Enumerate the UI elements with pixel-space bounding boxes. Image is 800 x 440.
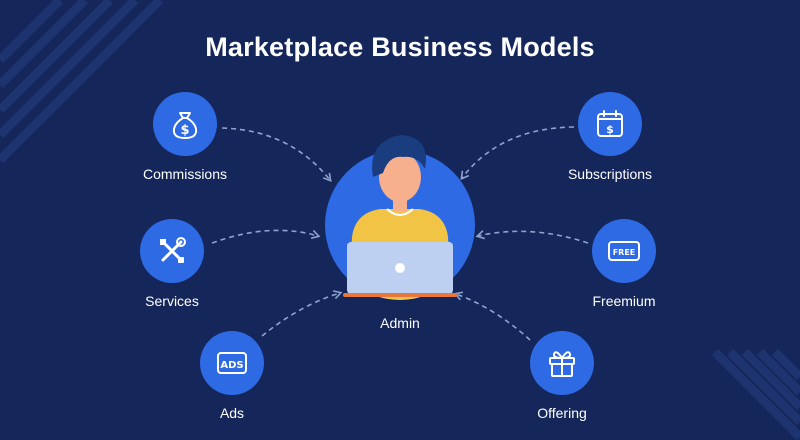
person-at-laptop-icon [325,135,475,300]
model-subscriptions: $ Subscriptions [535,92,685,182]
admin-label: Admin [380,315,420,331]
connector-services [211,229,321,244]
connector-offering [453,291,531,341]
freemium-circle: FREE [592,219,656,283]
subscriptions-label: Subscriptions [567,166,653,182]
free-icon-text: FREE [613,248,636,257]
connector-subscriptions [460,126,575,181]
ads-circle: ADS [200,331,264,395]
tools-icon [160,237,186,263]
model-commissions: $ Commissions [110,92,260,182]
commissions-label: Commissions [142,166,227,182]
freemium-label: Freemium [592,293,656,309]
svg-text:$: $ [606,123,614,136]
ads-icon-text: ADS [220,360,243,371]
model-offering: Offering [487,331,637,421]
services-circle [140,219,204,283]
model-freemium: FREE Freemium [549,219,699,309]
ads-label: Ads [219,405,245,421]
connector-commissions [221,127,332,183]
ads-icon: ADS [217,352,247,374]
offering-label: Offering [537,405,587,421]
svg-text:$: $ [180,123,189,138]
free-tag-icon: FREE [608,241,640,261]
connector-ads [261,290,343,337]
services-label: Services [145,293,199,309]
page-title: Marketplace Business Models [205,32,595,62]
model-services: Services [97,219,247,309]
subscriptions-circle: $ [578,92,642,156]
offering-circle [530,331,594,395]
money-bag-icon: $ [172,112,198,139]
commissions-circle: $ [153,92,217,156]
model-ads: ADS Ads [157,331,307,421]
calendar-dollar-icon: $ [597,110,623,137]
connector-freemium [475,230,589,244]
gift-icon [549,351,575,377]
